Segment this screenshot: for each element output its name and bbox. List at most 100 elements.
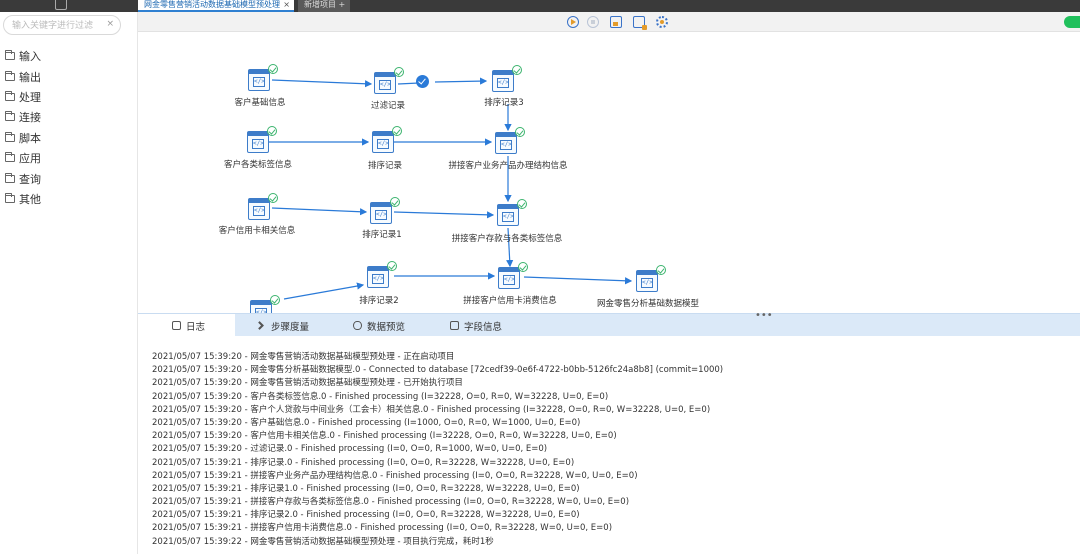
- tab-label: 字段信息: [464, 321, 503, 333]
- node-filter[interactable]: </>: [374, 67, 404, 94]
- sidebar-item-label: 输入: [19, 50, 41, 64]
- save-button[interactable]: [609, 15, 623, 29]
- tab-label: 日志: [186, 321, 206, 333]
- node-label: 客户各类标签信息: [223, 160, 293, 170]
- code-icon: </>: [253, 206, 265, 216]
- tab-label: 数据预览: [367, 321, 406, 333]
- sidebar-item-process[interactable]: 处理: [5, 87, 41, 107]
- log-line: 2021/05/07 15:39:21 - 拼接客户存款与各类标签信息.0 - …: [152, 497, 630, 508]
- node-output-model[interactable]: </>: [636, 265, 666, 292]
- check-icon: [268, 64, 278, 74]
- node-label: 排序记录1: [362, 230, 402, 240]
- tab-step-metrics[interactable]: 步骤度量: [257, 314, 349, 337]
- node-sort-2[interactable]: </>: [367, 261, 397, 288]
- stop-button[interactable]: [586, 15, 600, 29]
- sidebar-item-other[interactable]: 其他: [5, 189, 41, 209]
- tab-active-project[interactable]: 网金零售营销活动数据基础模型预处理 ×: [138, 0, 294, 12]
- check-icon: [515, 127, 525, 137]
- folder-icon: [5, 50, 15, 61]
- check-icon: [390, 197, 400, 207]
- window-menu-icon[interactable]: [55, 0, 67, 10]
- log-line: 2021/05/07 15:39:22 - 网金零售营销活动数据基础模型预处理 …: [152, 536, 494, 547]
- sidebar-item-output[interactable]: 输出: [5, 66, 41, 86]
- log-line: 2021/05/07 15:39:20 - 客户信用卡相关信息.0 - Fini…: [152, 431, 617, 442]
- search-box: ×: [3, 15, 121, 35]
- log-line: 2021/05/07 15:39:20 - 客户个人贷款与中间业务（工会卡）相关…: [152, 404, 711, 415]
- code-icon: </>: [372, 274, 384, 284]
- node-sort-3[interactable]: </>: [492, 65, 522, 92]
- node-sort[interactable]: </>: [372, 126, 402, 153]
- more-icon[interactable]: •••: [755, 310, 773, 321]
- check-icon: [387, 261, 397, 271]
- node-partial[interactable]: </>: [250, 295, 280, 313]
- node-customer-tags[interactable]: </>: [247, 126, 277, 153]
- link-n13-n10: [283, 282, 365, 300]
- log-line: 2021/05/07 15:39:21 - 拼接客户业务产品办理结构信息.0 -…: [152, 470, 638, 481]
- log-line: 2021/05/07 15:39:20 - 网金零售营销活动数据基础模型预处理 …: [152, 378, 463, 389]
- node-join-deposit[interactable]: </>: [497, 199, 527, 226]
- sidebar-item-label: 应用: [19, 152, 41, 166]
- tab-new-project[interactable]: 新增项目 +: [298, 0, 350, 12]
- save-as-button[interactable]: [632, 15, 647, 30]
- code-icon: </>: [253, 77, 265, 87]
- log-panel: 2021/05/07 15:39:20 - 网金零售营销活动数据基础模型预处理 …: [138, 336, 1080, 554]
- log-line: 2021/05/07 15:39:21 - 拼接客户信用卡消费信息.0 - Fi…: [152, 523, 613, 534]
- folder-icon: [5, 172, 15, 183]
- folder-icon: [5, 70, 15, 81]
- check-icon: [517, 199, 527, 209]
- node-sort-1[interactable]: </>: [370, 197, 400, 224]
- code-icon: </>: [497, 78, 509, 88]
- log-line: 2021/05/07 15:39:20 - 客户基础信息.0 - Finishe…: [152, 417, 581, 428]
- folder-icon: [5, 90, 15, 101]
- eye-icon: [353, 321, 362, 330]
- sidebar-item-app[interactable]: 应用: [5, 148, 41, 168]
- check-icon: [268, 193, 278, 203]
- folder-icon: [5, 192, 15, 203]
- sidebar-item-join[interactable]: 连接: [5, 107, 41, 127]
- stop-icon: [587, 16, 599, 28]
- tab-close-icon[interactable]: ×: [283, 0, 290, 9]
- tab-field-info[interactable]: 字段信息: [450, 314, 542, 337]
- folder-icon: [5, 152, 15, 163]
- folder-icon: [5, 111, 15, 122]
- sidebar-item-label: 处理: [19, 90, 41, 104]
- node-label: 拼接客户信用卡消费信息: [463, 296, 557, 306]
- sidebar-item-label: 查询: [19, 172, 41, 186]
- check-icon: [392, 126, 402, 136]
- node-credit-card[interactable]: </>: [248, 193, 278, 220]
- tab-label: 步骤度量: [271, 321, 310, 333]
- tab-log[interactable]: 日志: [138, 314, 235, 337]
- node-label: 排序记录2: [359, 296, 399, 306]
- save-icon: [610, 16, 622, 28]
- sidebar-item-query[interactable]: 查询: [5, 168, 41, 188]
- run-button[interactable]: [566, 15, 580, 29]
- settings-button[interactable]: [655, 15, 669, 29]
- code-icon: </>: [379, 80, 391, 90]
- clear-icon[interactable]: ×: [106, 19, 114, 29]
- tab-label: 网金零售营销活动数据基础模型预处理: [144, 0, 280, 9]
- toolbar: [138, 12, 1080, 32]
- code-icon: </>: [375, 210, 387, 220]
- tab-data-preview[interactable]: 数据预览: [353, 314, 445, 337]
- log-line: 2021/05/07 15:39:20 - 客户各类标签信息.0 - Finis…: [152, 391, 609, 402]
- code-icon: </>: [255, 308, 267, 313]
- flow-canvas[interactable]: </> 客户基础信息 </> 过滤记录 </> 排序记录3 </> 客户各类标签…: [138, 32, 1080, 313]
- code-icon: </>: [377, 139, 389, 149]
- node-join-credit[interactable]: </>: [498, 262, 528, 289]
- run-icon: [567, 16, 579, 28]
- log-line: 2021/05/07 15:39:20 - 网金零售营销活动数据基础模型预处理 …: [152, 352, 455, 362]
- sidebar-item-input[interactable]: 输入: [5, 46, 41, 66]
- code-icon: </>: [641, 278, 653, 288]
- search-input[interactable]: [12, 19, 104, 32]
- sidebar-item-label: 其他: [19, 192, 41, 206]
- toggle-switch[interactable]: [1064, 16, 1080, 28]
- node-customer-basic[interactable]: </>: [248, 64, 278, 91]
- node-label: 过滤记录: [370, 101, 406, 111]
- log-icon: [172, 321, 181, 330]
- sidebar-item-script[interactable]: 脚本: [5, 128, 41, 148]
- node-join-business[interactable]: </>: [495, 127, 525, 154]
- log-line: 2021/05/07 15:39:21 - 排序记录.0 - Finished …: [152, 457, 575, 468]
- node-label: 网金零售分析基础数据模型: [596, 299, 700, 309]
- link-n9-n11: [506, 227, 514, 268]
